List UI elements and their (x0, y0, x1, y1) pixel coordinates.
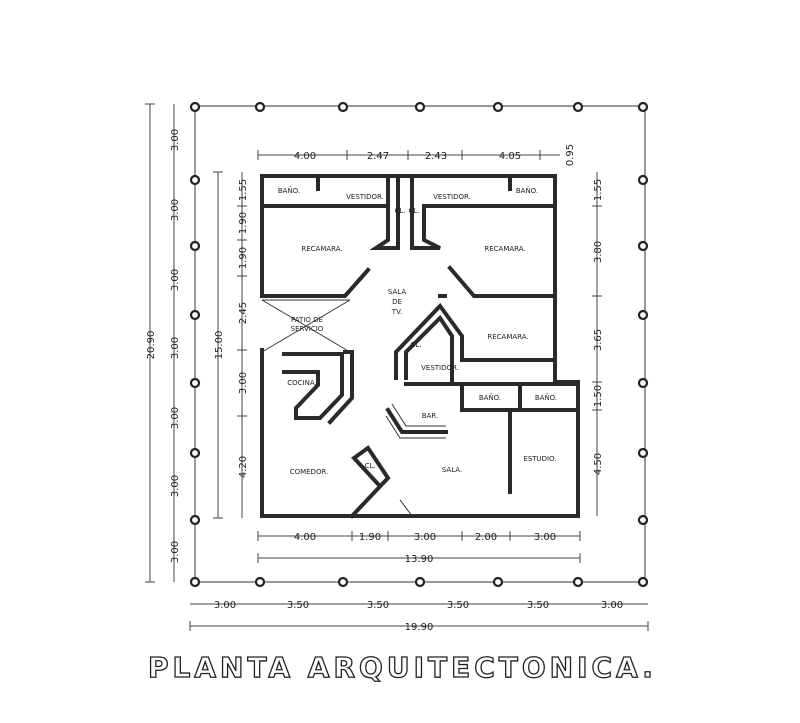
label-sala-tv-2: DE (392, 298, 402, 306)
dim-bottom-outer-4: 3.50 (447, 600, 469, 611)
dim-bottom-inner-2: 1.90 (359, 532, 381, 543)
label-sala: SALA. (442, 466, 462, 474)
label-recamara-left: RECAMARA. (301, 245, 342, 253)
label-cl-mid: CL. (410, 341, 421, 349)
label-vestidor-right: VESTIDOR. (433, 193, 471, 201)
dim-left-outer-4: 3.00 (170, 337, 181, 359)
dim-top-4: 4.05 (499, 151, 521, 162)
label-vestidor-left: VESTIDOR. (346, 193, 384, 201)
dim-left-outer-total: 20.90 (146, 331, 157, 360)
dim-left-outer-3: 3.00 (170, 269, 181, 291)
dim-left-inner-5: 3.00 (238, 372, 249, 394)
dim-bottom-inner-1: 4.00 (294, 532, 316, 543)
label-cl-low: CL. (364, 462, 375, 470)
dim-left-outer-7: 3.00 (170, 541, 181, 563)
label-bano-mid-b: BAÑO. (535, 393, 557, 402)
label-sala-tv-1: SALA (388, 288, 406, 296)
dim-bottom-outer-total: 19.90 (405, 622, 434, 633)
label-sala-tv-3: TV. (391, 308, 402, 316)
dim-left-outer-5: 3.00 (170, 407, 181, 429)
label-recamara-3: RECAMARA. (487, 333, 528, 341)
label-patio-1: PATIO DE (291, 316, 323, 324)
dimension-labels: 4.00 2.47 2.43 4.05 0.95 1.55 3.80 3.65 … (146, 129, 623, 633)
label-closet-right: CL. (408, 207, 419, 215)
dimension-lines (145, 103, 649, 631)
dim-right-1: 1.55 (593, 179, 604, 201)
dim-left-inner-2: 1.90 (238, 212, 249, 234)
label-bar: BAR. (422, 412, 438, 420)
patio-hatch (261, 299, 351, 353)
dim-left-inner-total: 15.00 (214, 331, 225, 360)
label-vestidor-mid: VESTIDOR. (421, 364, 459, 372)
plan-title: PLANTA ARQUITECTONICA. (148, 651, 657, 684)
dim-bottom-inner-3: 3.00 (414, 532, 436, 543)
dim-right-3: 3.65 (593, 329, 604, 351)
room-labels: BAÑO. VESTIDOR. CL. CL. VESTIDOR. BAÑO. … (278, 186, 557, 476)
dim-bottom-inner-5: 3.00 (534, 532, 556, 543)
entrance-door (399, 499, 413, 517)
dim-left-inner-4: 2.45 (238, 302, 249, 324)
dim-top-5: 0.95 (565, 144, 576, 166)
label-bano-mid-a: BAÑO. (479, 393, 501, 402)
label-patio-2: SERVICIO (291, 325, 324, 333)
label-cocina: COCINA. (287, 379, 316, 387)
dim-top-1: 4.00 (294, 151, 316, 162)
dim-top-3: 2.43 (425, 151, 447, 162)
dim-bottom-inner-4: 2.00 (475, 532, 497, 543)
label-bano-right: BAÑO. (516, 186, 538, 195)
label-bano-left: BAÑO. (278, 186, 300, 195)
label-closet-left: CL. (394, 207, 405, 215)
dim-right-2: 3.80 (593, 241, 604, 263)
dim-left-outer-6: 3.00 (170, 475, 181, 497)
label-estudio: ESTUDIO. (523, 455, 556, 463)
dim-left-outer-2: 3.00 (170, 199, 181, 221)
dim-left-outer-1: 3.00 (170, 129, 181, 151)
dim-right-5: 4.50 (593, 453, 604, 475)
dim-right-4: 1.50 (593, 385, 604, 407)
dim-bottom-outer-6: 3.00 (601, 600, 623, 611)
label-recamara-right: RECAMARA. (484, 245, 525, 253)
dim-top-2: 2.47 (367, 151, 389, 162)
house-walls (260, 174, 580, 519)
column-markers (189, 101, 649, 588)
dim-bottom-inner-total: 13.90 (405, 554, 434, 565)
dim-bottom-outer-2: 3.50 (287, 600, 309, 611)
label-comedor: COMEDOR. (290, 468, 329, 476)
dim-left-inner-6: 4.20 (238, 456, 249, 478)
dim-left-inner-3: 1.90 (238, 247, 249, 269)
dim-bottom-outer-1: 3.00 (214, 600, 236, 611)
dim-bottom-outer-3: 3.50 (367, 600, 389, 611)
dim-bottom-outer-5: 3.50 (527, 600, 549, 611)
dim-left-inner-1: 1.55 (238, 179, 249, 201)
